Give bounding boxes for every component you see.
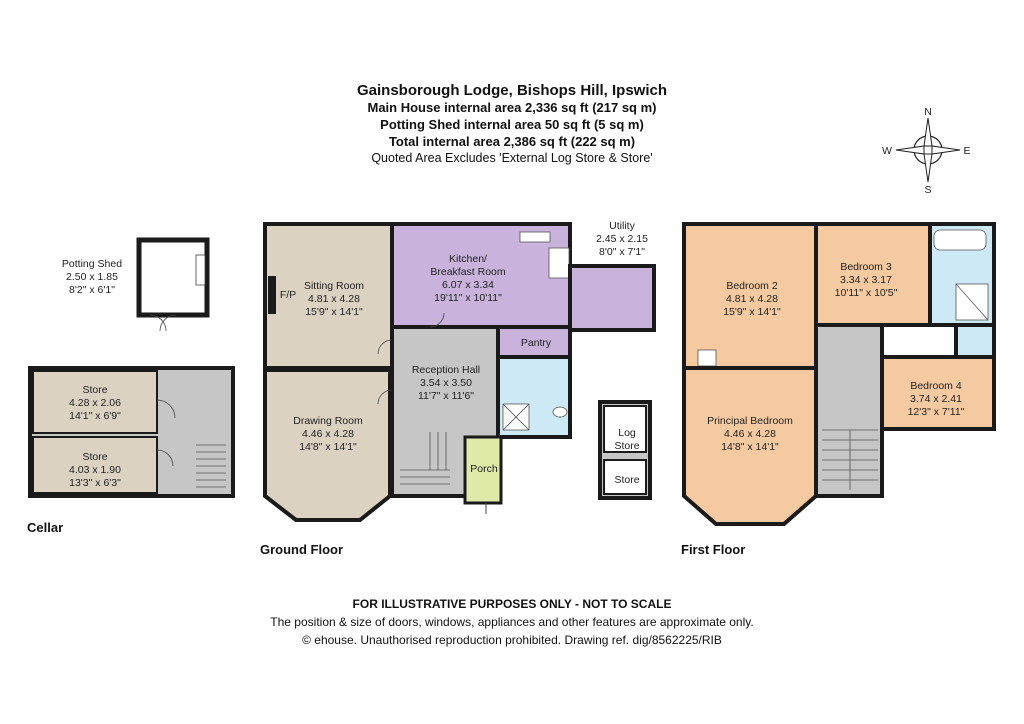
compass-n: N <box>924 106 932 118</box>
compass-w: W <box>882 145 892 157</box>
compass-e: E <box>963 145 970 157</box>
room-text: 14'8" x 14'1" <box>721 441 779 453</box>
cellar-plan <box>28 366 235 498</box>
kitchen-label: Kitchen/ Breakfast Room 6.07 x 3.34 19'1… <box>430 253 506 304</box>
room-text: 3.74 x 2.41 <box>910 393 962 405</box>
potting-shed-area: Potting Shed internal area 50 sq ft (5 s… <box>380 117 644 132</box>
potting-shed-imperial: 8'2" x 6'1" <box>69 284 115 296</box>
utility-label: Utility 2.45 x 2.15 8'0" x 7'1" <box>596 220 648 258</box>
external-stores: Log Store Store <box>598 400 652 500</box>
principal-bedroom-label: Principal Bedroom 4.46 x 4.28 14'8" x 14… <box>707 415 793 453</box>
room-text: 4.46 x 4.28 <box>724 428 776 440</box>
room-text: Store <box>82 384 107 396</box>
sitting-room-label: Sitting Room 4.81 x 4.28 15'9" x 14'1" <box>304 280 364 318</box>
potting-shed <box>136 237 210 332</box>
room-text: 6.07 x 3.34 <box>442 279 494 291</box>
bedroom4-label: Bedroom 4 3.74 x 2.41 12'3" x 7'11" <box>908 380 965 418</box>
room-text: 19'11" x 10'11" <box>434 292 502 304</box>
room-text: Porch <box>470 463 498 475</box>
first-floor-label: First Floor <box>681 542 746 557</box>
potting-shed-name: Potting Shed <box>62 258 122 270</box>
room-text: 4.03 x 1.90 <box>69 464 121 476</box>
room-text: Bedroom 2 <box>726 280 778 292</box>
room-text: 8'0" x 7'1" <box>599 246 645 258</box>
ground-floor-plan <box>263 222 656 522</box>
cellar-store-lower-label: Store 4.03 x 1.90 13'3" x 6'3" <box>69 451 121 489</box>
room-text: Principal Bedroom <box>707 415 793 427</box>
room-text: 3.54 x 3.50 <box>420 377 472 389</box>
log-store-line1: Log <box>618 427 636 439</box>
main-house-area: Main House internal area 2,336 sq ft (21… <box>367 100 657 115</box>
cellar-floor-label: Cellar <box>27 520 64 535</box>
room-text: 2.45 x 2.15 <box>596 233 648 245</box>
potting-shed-metric: 2.50 x 1.85 <box>66 271 118 283</box>
bedroom3-label: Bedroom 3 3.34 x 3.17 10'11" x 10'5" <box>835 261 898 299</box>
room-text: Bedroom 3 <box>840 261 892 273</box>
room-text: 15'9" x 14'1" <box>305 306 363 318</box>
reception-hall-label: Reception Hall 3.54 x 3.50 11'7" x 11'6" <box>412 364 480 402</box>
room-text: Breakfast Room <box>430 266 506 278</box>
room-text: Drawing Room <box>293 415 363 427</box>
room-text: 14'1" x 6'9" <box>69 410 121 422</box>
disclaimer: FOR ILLUSTRATIVE PURPOSES ONLY - NOT TO … <box>352 597 672 611</box>
bedroom2-label: Bedroom 2 4.81 x 4.28 15'9" x 14'1" <box>723 280 781 318</box>
property-title: Gainsborough Lodge, Bishops Hill, Ipswic… <box>356 82 667 99</box>
log-store-line2: Store <box>614 440 639 452</box>
room-text: 11'7" x 11'6" <box>418 390 474 402</box>
area-note: Quoted Area Excludes 'External Log Store… <box>371 151 653 165</box>
cellar-store-upper-label: Store 4.28 x 2.06 14'1" x 6'9" <box>69 384 121 422</box>
pantry-label: Pantry <box>521 337 552 349</box>
first-floor-plan <box>682 222 996 526</box>
disclaimer-detail: The position & size of doors, windows, a… <box>270 615 754 629</box>
copyright-line: © ehouse. Unauthorised reproduction proh… <box>302 633 722 647</box>
room-text: Store <box>82 451 107 463</box>
room-text: Reception Hall <box>412 364 480 376</box>
room-text: Bedroom 4 <box>910 380 962 392</box>
room-text: 10'11" x 10'5" <box>835 287 898 299</box>
room-text: 4.81 x 4.28 <box>308 293 360 305</box>
potting-shed-label: Potting Shed 2.50 x 1.85 8'2" x 6'1" <box>62 258 122 296</box>
room-text: 4.81 x 4.28 <box>726 293 778 305</box>
room-text: 3.34 x 3.17 <box>840 274 892 286</box>
room-text: Pantry <box>521 337 552 349</box>
room-text: Kitchen/ <box>449 253 487 265</box>
fireplace-label: F/P <box>280 289 296 301</box>
ext-store-label: Store <box>614 474 639 486</box>
room-text: 12'3" x 7'11" <box>908 406 965 418</box>
room-text: 14'8" x 14'1" <box>299 441 357 453</box>
ground-floor-label: Ground Floor <box>260 542 344 557</box>
porch-label: Porch <box>470 463 498 475</box>
total-area: Total internal area 2,386 sq ft (222 sq … <box>388 134 636 149</box>
compass-s: S <box>924 184 931 196</box>
room-text: 13'3" x 6'3" <box>69 477 121 489</box>
compass-icon: N S E W <box>882 106 970 196</box>
room-text: F/P <box>280 289 296 301</box>
room-text: 15'9" x 14'1" <box>723 306 781 318</box>
drawing-room-label: Drawing Room 4.46 x 4.28 14'8" x 14'1" <box>293 415 363 453</box>
room-text: 4.46 x 4.28 <box>302 428 354 440</box>
room-text: Sitting Room <box>304 280 364 292</box>
room-text: Utility <box>609 220 635 232</box>
room-text: 4.28 x 2.06 <box>69 397 121 409</box>
